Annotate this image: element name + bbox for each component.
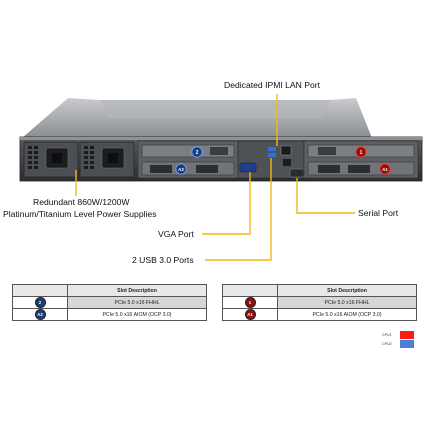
table-header: Slot Description	[67, 284, 207, 297]
legend-label-cpu2: CPU2	[382, 342, 392, 346]
table-row: A1 PCIe 5.0 x16 AIOM (OCP 3.0)	[222, 308, 417, 321]
slot-table-cpu1: Slot Description 1 PCIe 5.0 x16 FHHL A1 …	[222, 284, 417, 321]
psu-callout-line-1: Redundant 860W/1200W	[33, 197, 130, 207]
svg-text:1: 1	[360, 150, 363, 156]
slot-table-cpu2: Slot Description 2 PCIe 5.0 x16 FHHL A2 …	[12, 284, 207, 321]
usb-callout: 2 USB 3.0 Ports	[132, 255, 194, 265]
slot-description: PCIe 5.0 x16 AIOM (OCP 3.0)	[67, 308, 207, 321]
psu-1	[23, 141, 79, 178]
legend-label-cpu1: CPU1	[382, 333, 392, 337]
legend-swatch-cpu1	[400, 331, 414, 339]
server-badge-a2: A2	[175, 163, 187, 175]
slot-badge: A1	[244, 309, 256, 320]
table-row: 2 PCIe 5.0 x16 FHHL	[12, 296, 207, 309]
slot-badge: A2	[34, 309, 46, 320]
slot-description: PCIe 5.0 x16 AIOM (OCP 3.0)	[277, 308, 417, 321]
psu-callout-line-2: Platinum/Titanium Level Power Supplies	[3, 209, 157, 219]
usb-port-1	[268, 147, 276, 151]
server-badge-2: 2	[191, 146, 203, 158]
usb-callout-line	[205, 158, 272, 261]
psu-2	[79, 141, 135, 178]
server-badge-1: 1	[355, 146, 367, 158]
slot-description: PCIe 5.0 x16 FHHL	[67, 296, 207, 309]
vga-callout: VGA Port	[158, 229, 194, 239]
ipmi-callout: Dedicated IPMI LAN Port	[224, 80, 321, 90]
svg-text:A1: A1	[382, 167, 388, 172]
ipmi-lan-port	[280, 145, 292, 156]
slot-description: PCIe 5.0 x16 FHHL	[277, 296, 417, 309]
table-row: 1 PCIe 5.0 x16 FHHL	[222, 296, 417, 309]
legend-swatch-cpu2	[400, 340, 414, 348]
table-header: Slot Description	[277, 284, 417, 297]
usb-port-2	[268, 153, 276, 157]
vga-callout-line	[202, 172, 251, 235]
svg-text:A2: A2	[178, 167, 184, 172]
serial-callout-line	[296, 178, 355, 214]
slot-badge: 2	[34, 297, 46, 308]
serial-callout: Serial Port	[358, 208, 399, 218]
table-row: A2 PCIe 5.0 x16 AIOM (OCP 3.0)	[12, 308, 207, 321]
slot-badge: 1	[244, 297, 256, 308]
callout-lines	[75, 94, 355, 261]
vga-port	[239, 162, 257, 173]
svg-text:2: 2	[196, 150, 199, 156]
server-badge-a1: A1	[379, 163, 391, 175]
server-rear-view: 2 A2 1 A1	[19, 98, 423, 182]
